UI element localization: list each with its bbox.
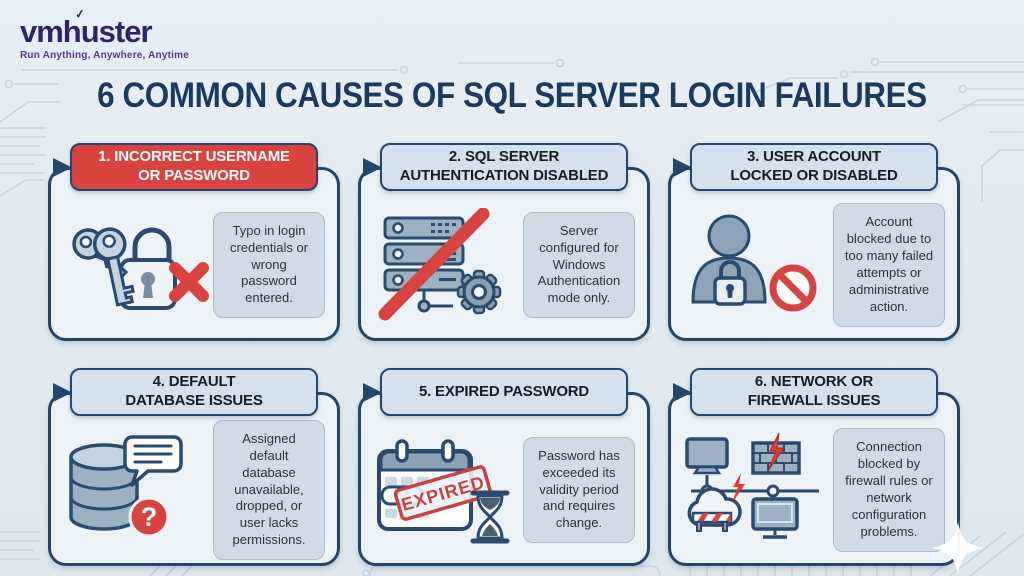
expired-password-calendar-icon: * * EXPIRED [377,439,510,544]
arrow-right-icon [53,158,72,177]
keys-and-lock-error-icon [72,227,209,310]
card-note: Password has exceeded its validity perio… [523,436,635,544]
card-body: * * EXPIRED Password has exceed [358,392,650,566]
card-title: 1. INCORRECT USERNAME OR PASSWORD [98,148,290,184]
logo-tagline: Run Anything, Anywhere, Anytime [20,50,189,61]
card-note: Server configured for Windows Authentica… [523,211,635,319]
card-title: 6. NETWORK OR FIREWALL ISSUES [747,373,881,409]
card-note: Connection blocked by firewall rules or … [833,428,945,552]
card-title: 2. SQL SERVER AUTHENTICATION DISABLED [399,148,609,184]
arrow-right-icon [673,383,692,402]
check-accent-icon: ✓ [74,6,85,22]
cards-grid: 1. INCORRECT USERNAME OR PASSWORD [48,143,960,566]
card-network-firewall: 6. NETWORK OR FIREWALL ISSUES [668,368,960,566]
database-question-icon: ? [69,435,183,538]
card-title: 3. USER ACCOUNT LOCKED OR DISABLED [730,148,898,184]
arrow-right-icon [53,383,72,402]
card-account-locked: 3. USER ACCOUNT LOCKED OR DISABLED Accou… [668,143,960,341]
page-title-wrap: 6 COMMON CAUSES OF SQL SERVER LOGIN FAIL… [0,76,1024,116]
card-note: Assigned default database unavailable, d… [213,419,325,561]
card-note: Account blocked due to too many failed a… [833,203,945,327]
arrow-right-icon [363,383,382,402]
card-body: ? Assigned default database unavailable,… [48,392,340,566]
server-disabled-icon [378,208,502,321]
card-title: 5. EXPIRED PASSWORD [418,382,590,400]
logo-wordmark: vmhuster ✓ [20,6,153,49]
card-body: Account blocked due to too many failed a… [668,167,960,341]
card-body: Connection blocked by firewall rules or … [668,392,960,566]
card-title: 4. DEFAULT DATABASE ISSUES [125,373,263,409]
card-expired-password: 5. EXPIRED PASSWORD * * [358,368,650,566]
arrow-right-icon [673,158,692,177]
logo: vmhuster ✓ Run Anything, Anywhere, Anyti… [20,6,189,61]
card-default-database: 4. DEFAULT DATABASE ISSUES ? [48,368,340,566]
card-header: 5. EXPIRED PASSWORD [380,368,628,416]
card-body: Server configured for Windows Authentica… [358,167,650,341]
card-header: 4. DEFAULT DATABASE ISSUES [70,368,318,416]
card-header: 2. SQL SERVER AUTHENTICATION DISABLED [380,143,628,191]
card-header: 6. NETWORK OR FIREWALL ISSUES [690,368,938,416]
arrow-right-icon [363,158,382,177]
card-header: 1. INCORRECT USERNAME OR PASSWORD [70,143,318,191]
sparkle-icon [932,522,984,574]
page-title: 6 COMMON CAUSES OF SQL SERVER LOGIN FAIL… [97,76,927,115]
card-body: Typo in login credentials or wrong passw… [48,167,340,341]
card-note: Typo in login credentials or wrong passw… [213,211,325,319]
svg-text:?: ? [141,502,158,532]
card-sql-auth-disabled: 2. SQL SERVER AUTHENTICATION DISABLED [358,143,650,341]
card-incorrect-credentials: 1. INCORRECT USERNAME OR PASSWORD [48,143,340,341]
network-firewall-icon [685,433,819,539]
user-locked-icon [691,214,817,312]
card-header: 3. USER ACCOUNT LOCKED OR DISABLED [690,143,938,191]
